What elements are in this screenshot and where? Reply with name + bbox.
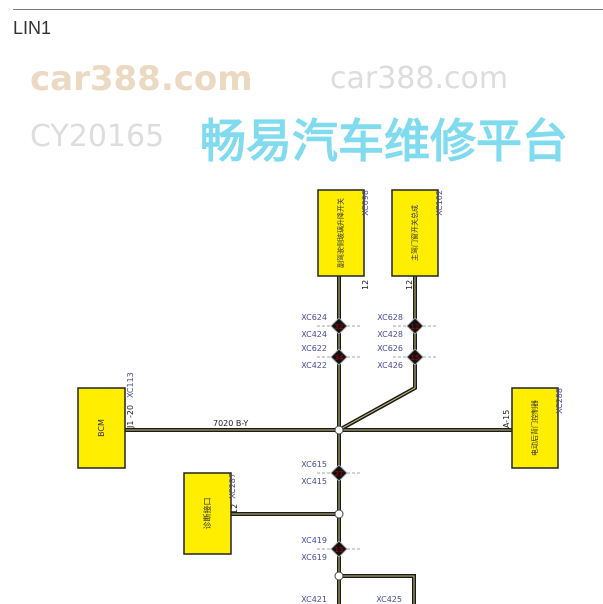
passenger-window-switch-name: 副驾驶侧玻璃升降开关: [336, 198, 345, 268]
splice-number: 13: [335, 546, 344, 554]
wire-core: [338, 275, 416, 431]
driver-door-switch-box: [391, 189, 439, 277]
passenger-window-switch-box: [317, 189, 365, 277]
bcm-box: [77, 387, 126, 469]
bcm-name: BCM: [97, 419, 106, 437]
bottom-connector: XC425: [376, 595, 402, 604]
section-title: LIN1: [13, 18, 52, 38]
wire: [336, 274, 417, 433]
header-rule: [13, 9, 603, 10]
splice-number: 32: [335, 323, 344, 331]
splice-diamond: [330, 348, 348, 366]
diagnostic-port-connector: XC287: [228, 473, 237, 499]
tailgate-controller-box: [511, 387, 559, 469]
splice-top-connector: XC628: [377, 313, 403, 322]
splice-top-connector: XC624: [301, 313, 327, 322]
splice-top-connector: XC626: [377, 344, 403, 353]
passenger-window-switch-connector: XC098: [361, 190, 370, 216]
splice-bottom-connector: XC424: [301, 330, 327, 339]
bottom-connector: XC421: [301, 595, 327, 604]
splice-number: 34: [335, 354, 344, 362]
junction-node: [334, 571, 344, 581]
bcm-pin: J1 -20: [126, 405, 135, 429]
splice-diamond: [330, 317, 348, 335]
splice-diamond: [406, 348, 424, 366]
splice-bottom-connector: XC619: [301, 553, 327, 562]
splice-diamond: [330, 540, 348, 558]
splice-number: 12: [411, 323, 420, 331]
driver-door-switch-pin: 12: [405, 280, 414, 290]
splice-top-connector: XC622: [301, 344, 327, 353]
splice-number: 15: [411, 354, 420, 362]
junction-node: [334, 509, 344, 519]
passenger-window-switch-pin: 12: [361, 280, 370, 290]
splice-bottom-connector: XC426: [377, 361, 403, 370]
driver-door-switch-connector: XC102: [435, 190, 444, 216]
splice-bottom-connector: XC428: [377, 330, 403, 339]
junction-node: [334, 425, 344, 435]
tailgate-controller-connector: XC288: [555, 388, 564, 414]
wire-core: [338, 575, 415, 604]
splice-diamond: [406, 317, 424, 335]
splice-number: 27: [335, 470, 344, 478]
splice-bottom-connector: XC422: [301, 361, 327, 370]
bcm-connector: XC113: [126, 372, 135, 398]
diagnostic-port-pin: 12: [230, 504, 239, 514]
tailgate-controller-pin: A-15: [502, 410, 511, 428]
splice-diamond: [330, 464, 348, 482]
diagnostic-port-name: 诊断接口: [202, 498, 212, 530]
tailgate-controller-name: 电动后背门控制器: [530, 400, 539, 456]
splice-top-connector: XC615: [301, 460, 327, 469]
wire-label: 7020 B-Y: [213, 419, 248, 428]
driver-door-switch-name: 主驾门窗开关总成: [410, 205, 419, 261]
diagnostic-port-box: [183, 472, 232, 555]
splice-bottom-connector: XC415: [301, 477, 327, 486]
splice-top-connector: XC419: [301, 536, 327, 545]
